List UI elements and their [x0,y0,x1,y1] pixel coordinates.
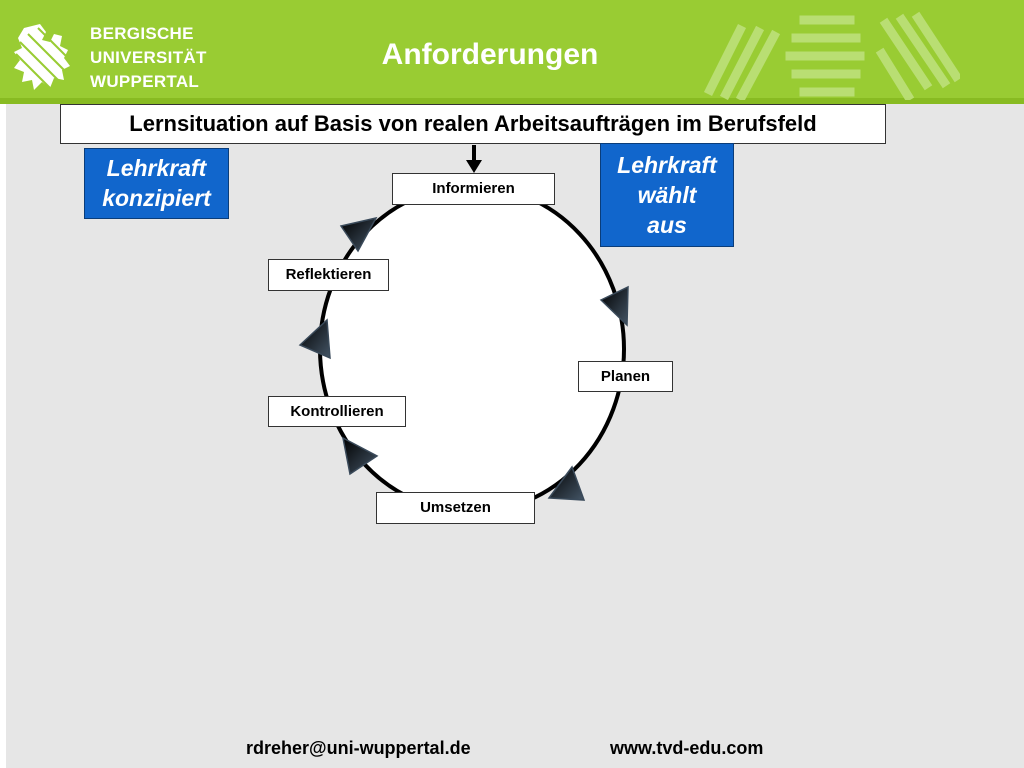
logo-text-line-2: UNIVERSITÄT [90,48,207,67]
teacher-designs-line-1: Lehrkraft [106,155,207,181]
logo-text-line-3: WUPPERTAL [90,72,200,91]
stage-planen: Planen [578,361,673,392]
stage-informieren: Informieren [392,173,555,205]
teacher-designs-line-2: konzipiert [102,185,211,211]
decorative-stripe-pattern-icon [703,11,960,100]
stage-umsetzen: Umsetzen [376,492,535,524]
teacher-selects-line-1: Lehrkraft [617,152,717,178]
cycle-arrow-kontrollieren-to-reflektieren-icon [298,318,331,360]
cycle-arrow-umsetzen-to-kontrollieren-icon [341,436,379,476]
cycle-arrow-planen-to-umsetzen-icon [547,465,586,501]
header-underline [0,98,1024,104]
footer-website: www.tvd-edu.com [610,738,764,758]
banner-connector-arrow-icon [466,160,482,173]
cycle-arrow-reflektieren-to-informieren-icon [339,216,378,253]
learning-situation-banner: Lernsituation auf Basis von realen Arbei… [60,104,886,144]
university-lion-logo-icon [14,24,70,90]
page-title: Anforderungen [381,38,599,71]
logo-text-line-1: BERGISCHE [90,24,194,43]
teacher-selects-box: Lehrkraft wählt aus [600,143,734,247]
teacher-selects-line-2: wählt [637,182,697,208]
footer-email: rdreher@uni-wuppertal.de [246,738,471,758]
cycle-arrow-informieren-to-planen-icon [599,285,629,327]
stage-reflektieren: Reflektieren [268,259,389,291]
stage-kontrollieren: Kontrollieren [268,396,406,427]
teacher-selects-line-3: aus [647,212,687,238]
teacher-designs-box: Lehrkraft konzipiert [84,148,229,219]
